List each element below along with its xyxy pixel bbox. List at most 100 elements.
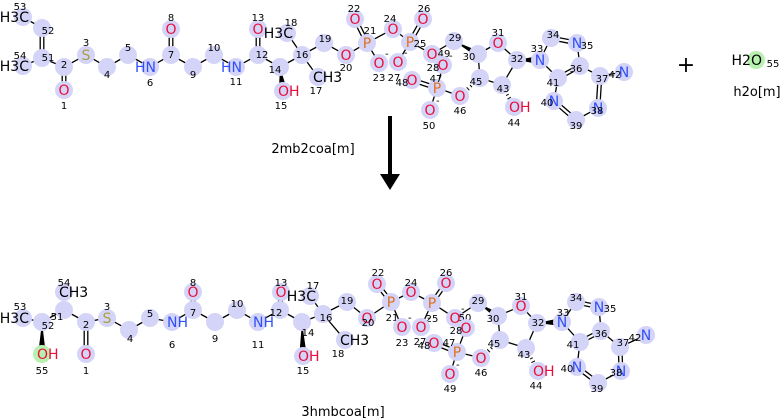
reaction-arrow-head	[380, 174, 400, 190]
atom-43: 43	[493, 76, 511, 95]
atom-label: O	[492, 36, 503, 52]
atom-number: 26	[418, 4, 431, 15]
atom-14: 14	[293, 313, 314, 339]
atom-number: 27	[388, 73, 401, 84]
atom-number: 31	[515, 292, 528, 303]
atom-label: O	[58, 83, 69, 99]
atom-label: NH	[253, 315, 274, 331]
atom-label: O	[405, 285, 416, 301]
atom-39: 39	[589, 374, 607, 395]
atom-label: O	[415, 320, 426, 336]
atom-label: O	[454, 89, 465, 105]
atom-40: N40	[541, 92, 563, 110]
atom-highlight	[568, 34, 586, 52]
atom-label: HN	[135, 60, 156, 76]
charge: -	[385, 49, 389, 60]
atom-label: N	[557, 315, 567, 331]
atom-4: 4	[120, 321, 138, 345]
atom-26: O26	[437, 268, 455, 292]
atom-label: N	[572, 36, 582, 52]
atom-number: 13	[252, 13, 265, 24]
atom-highlight	[120, 321, 138, 339]
atom-highlight	[425, 334, 443, 352]
atom-42: N42	[629, 326, 655, 344]
atom-highlight	[611, 338, 629, 356]
atom-highlight	[271, 301, 289, 319]
atom-label: O	[373, 56, 384, 72]
atom-number: 36	[595, 329, 608, 340]
atom-51: 51	[33, 49, 54, 67]
atom-highlight	[549, 69, 567, 87]
atom-highlight	[491, 331, 509, 349]
atom-highlight	[162, 20, 180, 38]
atom-highlight	[402, 283, 420, 301]
atom-label: N	[594, 300, 604, 316]
atom-12: 12	[270, 301, 289, 319]
atom-23: O-23	[370, 49, 389, 84]
atom-number: 39	[570, 121, 583, 132]
atom-highlight	[14, 57, 32, 75]
atom-46: O46	[472, 349, 490, 379]
atom-number: 30	[463, 52, 476, 63]
atom-highlight	[423, 294, 441, 312]
bond	[355, 25, 363, 38]
atom-highlight	[368, 275, 386, 293]
atom-label: P	[406, 35, 414, 51]
atom-36: 36	[570, 57, 589, 75]
atom-27: O-27	[388, 48, 408, 84]
atom-highlight	[469, 294, 487, 312]
bond	[372, 31, 388, 41]
atom-label: O	[417, 12, 428, 28]
atom-8: O8	[184, 278, 202, 301]
arrow-label: 2mb2coa[m]	[271, 142, 354, 157]
atom-22: O22	[346, 4, 364, 28]
atom-11: NH 11	[249, 313, 274, 351]
atom-3: S3	[98, 302, 116, 327]
atom-label: HN	[221, 60, 242, 76]
atom-32: 32	[508, 51, 526, 69]
atom-number: 36	[570, 64, 583, 75]
atom-21: P21	[382, 293, 400, 324]
atom-highlight	[571, 57, 589, 75]
atom-31: O31	[489, 28, 507, 52]
atom-highlight	[77, 345, 95, 363]
atom-number: 11	[252, 340, 265, 351]
atom-label: S	[82, 48, 91, 64]
atom-highlight	[637, 326, 655, 344]
atom-1: O1	[55, 81, 73, 112]
atom-number: 7	[168, 50, 174, 61]
atom-number: 25	[426, 314, 439, 325]
bond	[411, 23, 419, 36]
atom-number: 18	[332, 349, 345, 360]
atom-number: 42	[609, 70, 622, 81]
atom-highlight	[293, 313, 311, 331]
atom-highlight	[309, 68, 327, 86]
atom-highlight	[589, 99, 607, 117]
atom-highlight	[119, 46, 137, 64]
atom-28: O28	[450, 319, 475, 337]
atom-number: 25	[414, 39, 427, 50]
atom-19: 19	[338, 293, 356, 311]
atom-49: O-49	[441, 360, 460, 395]
atom-highlight	[423, 45, 441, 63]
charge: -	[461, 304, 465, 315]
hash-bond	[507, 96, 512, 100]
atom-highlight	[471, 69, 489, 87]
atom-label: O	[387, 22, 398, 38]
bond	[417, 83, 430, 89]
atom-highlight	[205, 46, 223, 64]
atom-number: 44	[530, 381, 543, 392]
atom-highlight	[531, 51, 549, 69]
bond	[372, 305, 386, 315]
atom-34: 34	[542, 29, 560, 47]
atom-number: 55	[36, 366, 49, 377]
atom-24: O24	[384, 14, 402, 38]
product-label: 3hmbcoa[m]	[301, 405, 384, 419]
atom-9: 9	[206, 313, 224, 345]
atom-label: P	[363, 36, 371, 52]
